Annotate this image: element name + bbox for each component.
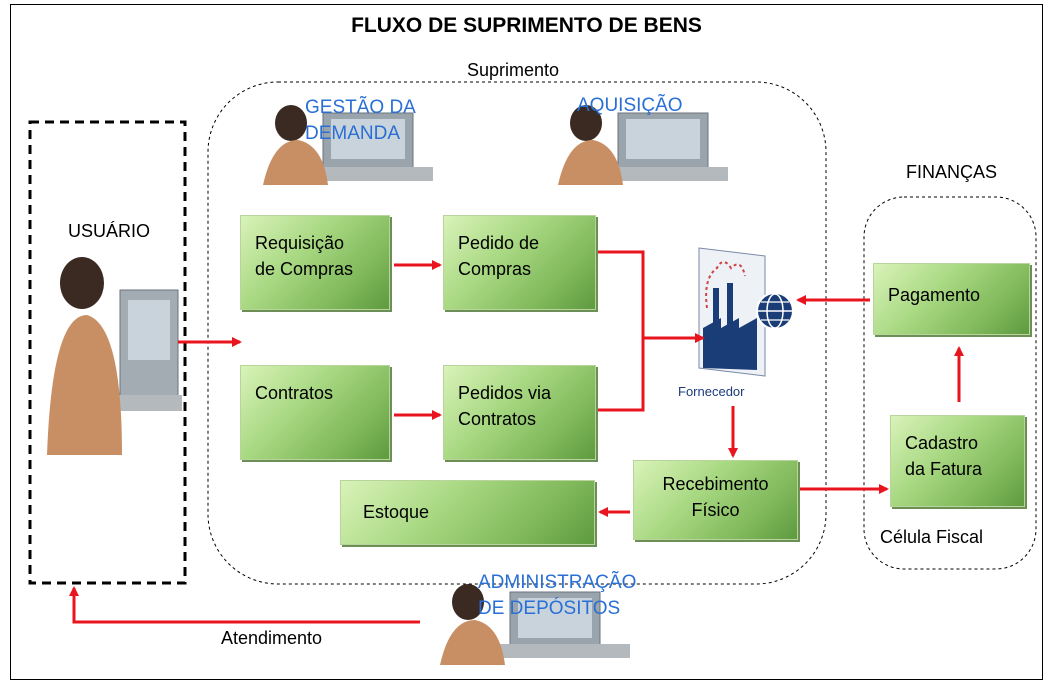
aquisicao-role-label: AQUISIÇÃO: [577, 95, 683, 116]
box-pagamento: Pagamento: [873, 263, 1030, 335]
usuario-label: USUÁRIO: [68, 221, 151, 241]
usuario-person-illustration: [47, 257, 182, 455]
box-text-line: Cadastro: [905, 433, 979, 453]
box-text-line: Pedido de: [458, 233, 540, 253]
box-contratos: Contratos: [240, 365, 390, 460]
box-text-line: Estoque: [363, 502, 430, 522]
suprimento-label: Suprimento: [467, 60, 560, 80]
arrow-pedidos-via-to-fornecedor: [597, 338, 645, 412]
gestao-person-illustration: [263, 105, 433, 185]
box-text-line: de Compras: [255, 259, 354, 280]
financas-area-border: [863, 196, 1037, 570]
box-cadastro-fatura: Cadastro da Fatura: [890, 415, 1025, 507]
box-text-line: Requisição: [255, 233, 345, 253]
box-pedidos-via-contratos: Pedidos via Contratos: [443, 365, 596, 460]
arrow-pedido-to-fornecedor: [597, 250, 705, 343]
gestao-line2: DEMANDA: [305, 123, 401, 144]
box-text-line: Contratos: [458, 409, 537, 430]
arrow-atendimento-to-usuario: [69, 586, 420, 624]
diagram-title: FLUXO DE SUPRIMENTO DE BENS: [351, 14, 702, 37]
box-text-line: Recebimento: [662, 474, 769, 494]
box-text-line: Físico: [691, 500, 740, 521]
box-requisicao-compras: Requisição de Compras: [240, 215, 390, 310]
box-text-line: da Fatura: [905, 459, 983, 480]
gestao-line1: GESTÃO DA: [305, 97, 416, 118]
celula-fiscal-label: Célula Fiscal: [880, 527, 984, 547]
box-text-line: Compras: [458, 259, 532, 280]
financas-label: FINANÇAS: [906, 162, 998, 182]
admin-role-label: ADMINISTRAÇÃO DE DEPÓSITOS: [478, 570, 636, 622]
globe-icon: [756, 292, 794, 330]
admin-person-illustration: [440, 584, 630, 665]
fornecedor-label: Fornecedor: [678, 384, 745, 399]
diagram-frame: [10, 4, 1043, 680]
box-recebimento-fisico: Recebimento Físico: [633, 460, 798, 540]
box-estoque: Estoque: [340, 480, 595, 545]
box-text-line: Contratos: [255, 383, 334, 403]
box-text-line: Pagamento: [888, 285, 981, 305]
aquisicao-person-illustration: [558, 105, 728, 185]
box-pedido-compras: Pedido de Compras: [443, 215, 596, 310]
admin-line1: ADMINISTRAÇÃO: [478, 572, 637, 593]
suprimento-area-border: [207, 81, 827, 585]
admin-line2: DE DEPÓSITOS: [478, 598, 621, 619]
gestao-role-label: GESTÃO DA DEMANDA: [305, 95, 416, 147]
atendimento-label: Atendimento: [221, 628, 323, 648]
box-text-line: Pedidos via: [458, 383, 552, 403]
usuario-area-border: [28, 120, 187, 585]
fornecedor-factory-icon: [698, 247, 766, 377]
